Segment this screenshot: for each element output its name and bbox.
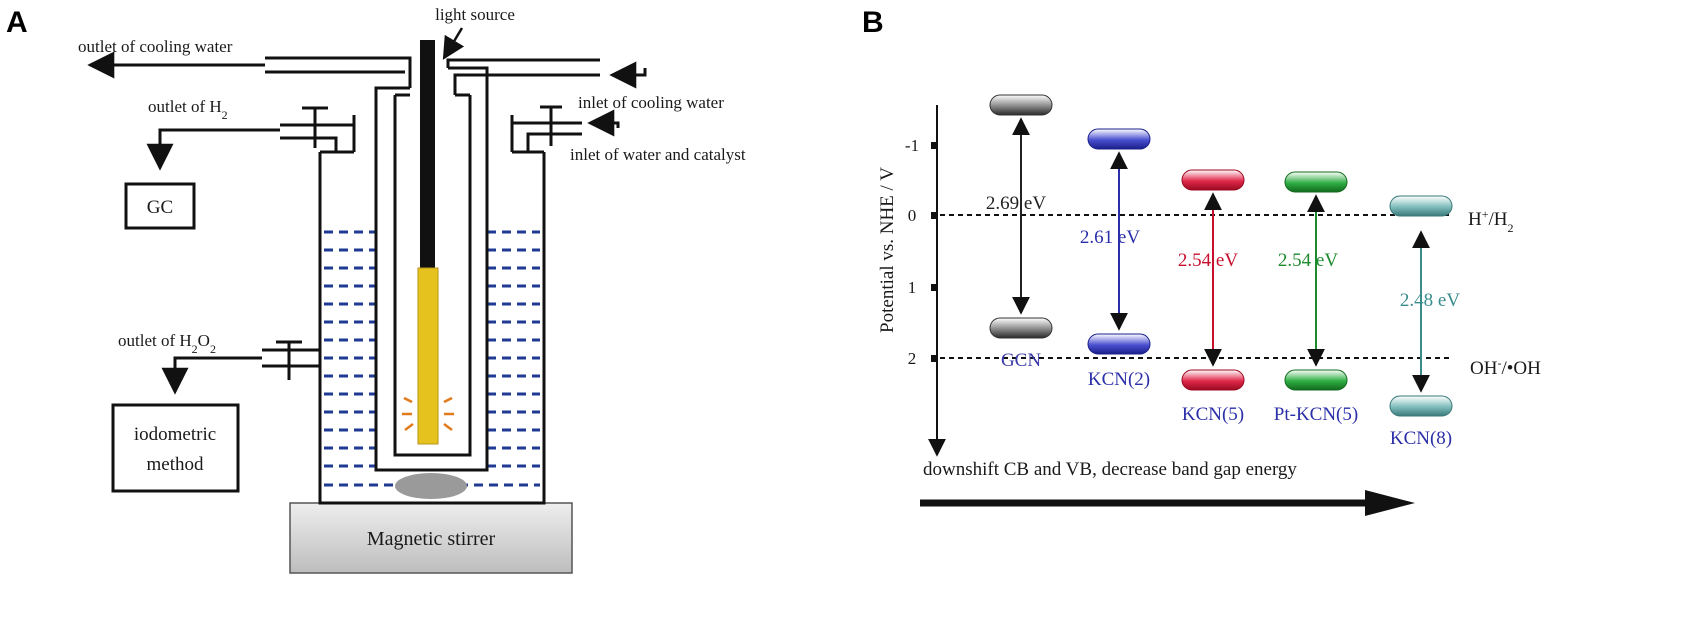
gc-box xyxy=(124,182,196,230)
trend-arrow-head xyxy=(1365,490,1415,516)
stir-bar xyxy=(395,473,467,499)
y-tick-label: 0 xyxy=(908,206,917,225)
water-fill xyxy=(324,230,540,487)
gcn-cb-level xyxy=(989,94,1053,116)
h2-reference-label: H+/H2 xyxy=(1468,207,1514,235)
water-inlet-valve xyxy=(510,105,620,152)
lamp-rod xyxy=(420,40,435,268)
y-ticks: -1 0 1 2 xyxy=(905,136,938,368)
kcn5-gap-label: 2.54 eV xyxy=(1178,250,1238,271)
y-axis-label: Potential vs. NHE / V xyxy=(877,167,898,333)
kcn2-name-label: KCN(2) xyxy=(1088,369,1150,390)
light-rays xyxy=(402,396,454,431)
h2-outlet-valve xyxy=(146,106,356,171)
panel-a-letter: A xyxy=(6,6,28,39)
lamp-bulb xyxy=(417,267,439,445)
kcn2-cb-level xyxy=(1087,128,1151,150)
kcn2-gap-label: 2.61 eV xyxy=(1080,227,1140,248)
material-kcn5: 2.54 eV KCN(5) xyxy=(1178,169,1245,425)
magnetic-stirrer-label: Magnetic stirrer xyxy=(367,528,496,550)
kcn8-vb-level xyxy=(1389,395,1453,417)
pt-kcn5-vb-level xyxy=(1284,369,1348,391)
pt-kcn5-cb-level xyxy=(1284,171,1348,193)
y-tick-label: 1 xyxy=(908,278,917,297)
gcn-gap-label: 2.69 eV xyxy=(986,193,1046,214)
kcn8-gap-label: 2.48 eV xyxy=(1400,290,1460,311)
iodometric-box xyxy=(111,403,240,493)
material-gcn: 2.69 eV GCN xyxy=(986,94,1053,371)
gcn-name-label: GCN xyxy=(1001,350,1041,371)
oh-reference-label: OH-/•OH xyxy=(1470,356,1541,379)
panel-b-letter: B xyxy=(862,6,884,39)
y-tick-label: -1 xyxy=(905,136,919,155)
pt-kcn5-name-label: Pt-KCN(5) xyxy=(1274,404,1358,425)
h2o2-outlet-valve xyxy=(161,340,320,395)
iodometric-label-1: iodometric xyxy=(134,424,216,445)
panel-a: A Magnetic stirrer xyxy=(6,5,746,574)
outlet-h2-label: outlet of H2 xyxy=(148,97,228,122)
kcn5-cb-level xyxy=(1181,169,1245,191)
outlet-h2o2-label: outlet of H2O2 xyxy=(118,331,216,356)
inlet-cooling-label: inlet of cooling water xyxy=(578,93,724,112)
y-tick-label: 2 xyxy=(908,349,917,368)
inlet-water-label: inlet of water and catalyst xyxy=(570,145,746,164)
kcn8-name-label: KCN(8) xyxy=(1390,428,1452,449)
reactor-vessel xyxy=(318,66,546,505)
cooling-inlet-pipe xyxy=(446,58,647,95)
magnetic-stirrer-base xyxy=(289,502,573,574)
outlet-cooling-label: outlet of cooling water xyxy=(78,37,233,56)
kcn5-vb-level xyxy=(1181,369,1245,391)
light-source-label: light source xyxy=(435,5,515,24)
cooling-outlet-pipe xyxy=(87,51,412,88)
light-source-arrow xyxy=(442,27,465,60)
pt-kcn5-gap-label: 2.54 eV xyxy=(1278,250,1338,271)
kcn8-cb-level xyxy=(1389,195,1453,217)
material-pt-kcn5: 2.54 eV Pt-KCN(5) xyxy=(1274,171,1358,425)
panel-b: B Potential vs. NHE / V -1 0 1 2 H+/H2 O… xyxy=(862,6,1541,516)
trend-arrow-label: downshift CB and VB, decrease band gap e… xyxy=(923,459,1297,480)
gcn-vb-level xyxy=(989,317,1053,339)
gc-label: GC xyxy=(147,197,173,218)
kcn5-name-label: KCN(5) xyxy=(1182,404,1244,425)
material-kcn8: 2.48 eV KCN(8) xyxy=(1389,195,1460,449)
material-kcn2: 2.61 eV KCN(2) xyxy=(1080,128,1151,390)
iodometric-label-2: method xyxy=(147,454,204,475)
kcn2-vb-level xyxy=(1087,333,1151,355)
